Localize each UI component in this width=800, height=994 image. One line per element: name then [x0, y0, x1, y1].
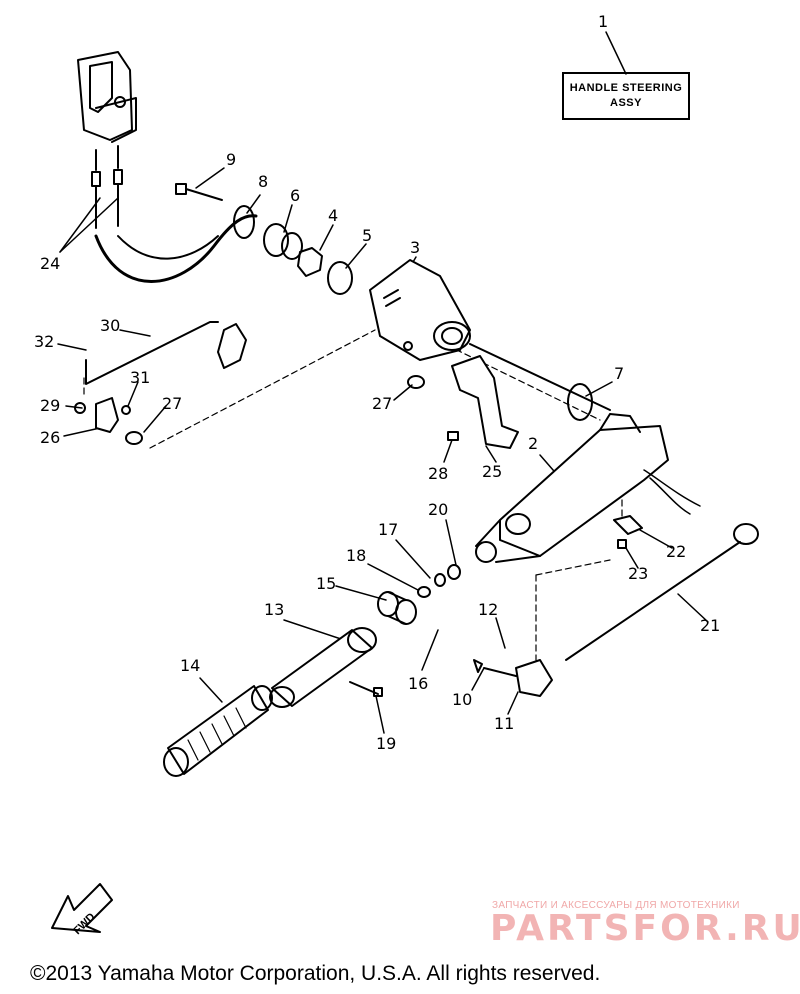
plate-8 — [233, 205, 255, 239]
callout-10: 10 — [452, 690, 473, 709]
watermark-tagline: ЗАПЧАСТИ И АКСЕССУАРЫ ДЛЯ МОТОТЕХНИКИ — [492, 900, 740, 911]
leader-lines — [57, 31, 709, 734]
callout-9: 9 — [226, 150, 237, 169]
watermark-brand: PARTSFOR.RU — [490, 908, 800, 949]
callout-21: 21 — [700, 616, 721, 635]
title-box: HANDLE STEERING ASSY — [562, 72, 690, 120]
callout-2: 2 — [528, 434, 539, 453]
callout-7: 7 — [614, 364, 625, 383]
steering-handle-2 — [475, 413, 669, 563]
shaft — [469, 343, 611, 411]
washer-27b — [125, 431, 143, 445]
bolt-23 — [617, 539, 627, 549]
callout-19: 19 — [376, 734, 397, 753]
throttle-tube-13 — [269, 627, 377, 708]
callout-31: 31 — [130, 368, 151, 387]
collar-6 — [263, 223, 303, 260]
callout-24: 24 — [40, 254, 61, 273]
collar-15 — [377, 591, 417, 625]
clip-26 — [95, 397, 119, 433]
callout-20: 20 — [428, 500, 449, 519]
callout-22: 22 — [666, 542, 687, 561]
grip-14 — [163, 685, 273, 777]
callout-5: 5 — [362, 226, 373, 245]
callout-14: 14 — [180, 656, 201, 675]
callout-18: 18 — [346, 546, 367, 565]
plate-7 — [567, 383, 593, 421]
block-11 — [515, 659, 553, 697]
callout-16: 16 — [408, 674, 429, 693]
callout-1: 1 — [598, 12, 609, 31]
washer-27a — [407, 375, 425, 389]
pin-28 — [447, 431, 459, 441]
callout-27b: 27 — [162, 394, 183, 413]
callout-8: 8 — [258, 172, 269, 191]
screw-19 — [349, 681, 383, 697]
screw-10 — [473, 659, 517, 677]
lever-25 — [451, 355, 519, 449]
housing-3 — [369, 259, 471, 361]
throttle-cables — [91, 145, 258, 283]
callout-6: 6 — [290, 186, 301, 205]
callout-3: 3 — [410, 238, 421, 257]
callout-17: 17 — [378, 520, 399, 539]
callout-15: 15 — [316, 574, 337, 593]
callout-25: 25 — [482, 462, 503, 481]
friction-rod-21 — [565, 523, 759, 661]
callout-28: 28 — [428, 464, 449, 483]
nut-29 — [74, 402, 86, 414]
title-line-2: ASSY — [610, 97, 642, 109]
bracket-22 — [613, 515, 643, 535]
callout-11: 11 — [494, 714, 515, 733]
callout-32: 32 — [34, 332, 55, 351]
arm-cables — [643, 469, 701, 515]
callout-4: 4 — [328, 206, 339, 225]
callout-27a: 27 — [372, 394, 393, 413]
nut-4 — [297, 247, 323, 277]
spring-parts — [417, 564, 461, 598]
callout-30: 30 — [100, 316, 121, 335]
nut-31 — [121, 405, 131, 415]
copyright-notice: ©2013 Yamaha Motor Corporation, U.S.A. A… — [30, 962, 601, 985]
callout-26: 26 — [40, 428, 61, 447]
callout-13: 13 — [264, 600, 285, 619]
ring-5 — [327, 261, 353, 295]
callout-12: 12 — [478, 600, 499, 619]
link-rod-30 — [85, 321, 247, 385]
bolt-9 — [175, 183, 223, 201]
fwd-arrow-icon — [51, 883, 113, 933]
title-line-1: HANDLE STEERING — [569, 82, 683, 94]
callout-23: 23 — [628, 564, 649, 583]
mount-bracket — [77, 51, 137, 143]
callout-29: 29 — [40, 396, 61, 415]
